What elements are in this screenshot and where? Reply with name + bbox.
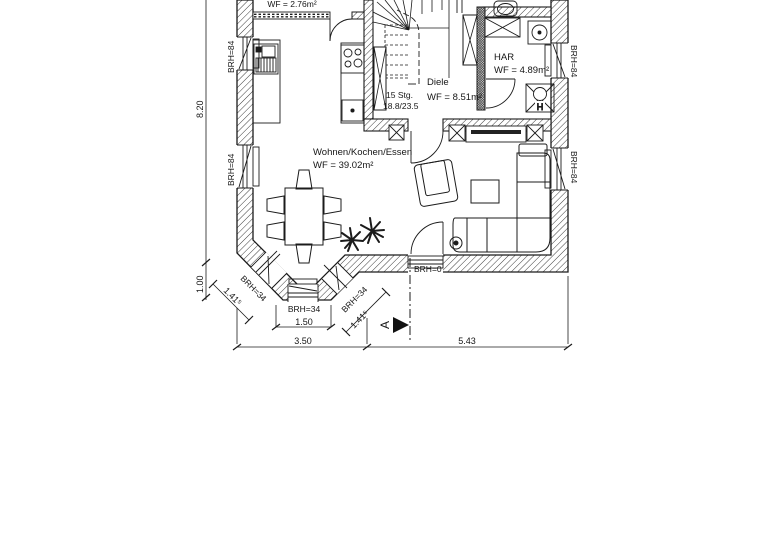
windows	[237, 36, 568, 302]
pillar-box-right	[526, 124, 544, 142]
boiler: H	[525, 83, 555, 113]
brh-bay-right: BRH=34	[339, 284, 369, 314]
kitchen	[252, 39, 365, 124]
brh-right-upper: BRH=84	[569, 45, 579, 78]
brh-right-lower: BRH=84	[569, 151, 579, 184]
steps-dashed	[384, 24, 408, 79]
room-har-area: WF = 4.89m²	[494, 65, 549, 76]
section-label: A	[378, 321, 392, 329]
living-furniture	[266, 143, 551, 264]
window-gap-right-upper	[549, 43, 570, 78]
window-bay-left	[250, 250, 288, 289]
dishwasher	[341, 99, 364, 122]
armchair	[413, 159, 459, 207]
floor-lamp-icon	[449, 236, 463, 250]
room-diele-name: Diele	[427, 77, 449, 88]
window-bay-front	[287, 278, 319, 302]
stove	[340, 44, 365, 74]
room-diele-area: WF = 8.51m²	[427, 92, 482, 103]
chair	[323, 221, 342, 241]
room-storage-area: WF = 2.76m²	[267, 0, 317, 9]
window-right-upper	[544, 42, 568, 79]
wash-basin	[493, 0, 518, 17]
plant-icon	[360, 217, 385, 244]
brh-left-upper: BRH=84	[226, 40, 236, 73]
stairs-note-line2: 18.8/23.5	[383, 101, 419, 111]
room-har-name: HAR	[494, 52, 514, 63]
upper-door-frame	[456, 0, 463, 13]
door-har	[485, 78, 516, 109]
window-gap-right-lower	[549, 148, 570, 190]
section-marker: A	[378, 258, 411, 342]
partition-end	[351, 11, 365, 20]
room-labels: WF = 2.76m² Diele WF = 8.51m² HAR WF = 4…	[267, 0, 549, 171]
window-right-lower	[544, 147, 568, 191]
pillar-box-mid	[448, 124, 466, 142]
dim-bay-depth: 1.00	[195, 275, 205, 293]
winder-steps	[372, 0, 413, 31]
washing-machine	[527, 20, 552, 45]
kitchen-counter-left	[252, 39, 281, 124]
har-fixtures: H	[484, 0, 555, 113]
brh-left-lower: BRH=84	[226, 153, 236, 186]
stair-shaft	[373, 46, 387, 111]
window-left-lower	[237, 144, 260, 189]
dining-table	[284, 187, 324, 246]
dimension-lines	[201, 0, 573, 351]
sofa	[452, 143, 551, 253]
dim-bay-front: 1.50	[295, 317, 313, 327]
brh-bay-front: BRH=34	[288, 304, 321, 314]
sideboard	[465, 125, 527, 143]
window-gap-bay-left	[251, 252, 287, 288]
upper-flight	[409, 0, 450, 78]
light-partition	[252, 11, 331, 20]
chair	[295, 169, 313, 190]
door-storage	[329, 18, 353, 42]
dim-bottom-left: 3.50	[294, 336, 312, 346]
sink	[253, 43, 279, 75]
door-terrace	[407, 221, 444, 269]
dining-chairs	[266, 169, 342, 264]
kitchen-counter-right	[340, 42, 365, 124]
section-arrow-icon	[393, 317, 409, 333]
pillar-box-left	[388, 124, 405, 141]
room-living-area: WF = 39.02m²	[313, 160, 373, 171]
dim-bottom-right: 5.43	[458, 336, 476, 346]
stairs-note-line1: 15 Stg.	[386, 90, 413, 100]
window-bay-right	[321, 262, 354, 295]
room-living-name: Wohnen/Kochen/Essen	[313, 147, 412, 158]
chair	[323, 195, 342, 215]
chair	[295, 243, 313, 264]
doors	[329, 18, 516, 269]
walking-line	[396, 9, 420, 84]
boiler-label: H	[537, 102, 544, 112]
plant-icon	[340, 227, 364, 252]
dim-height-total: 8.20	[195, 100, 205, 118]
stairs	[372, 0, 450, 111]
worktop	[484, 17, 521, 38]
chair	[266, 221, 285, 241]
coffee-table	[470, 179, 500, 204]
sideboard-row	[388, 124, 544, 143]
brh-terrace: BRH=0	[414, 264, 442, 274]
chair	[266, 195, 285, 215]
window-gaps	[235, 37, 570, 302]
shaft	[462, 14, 478, 66]
door-living	[410, 130, 444, 164]
stair-wall	[363, 0, 374, 120]
